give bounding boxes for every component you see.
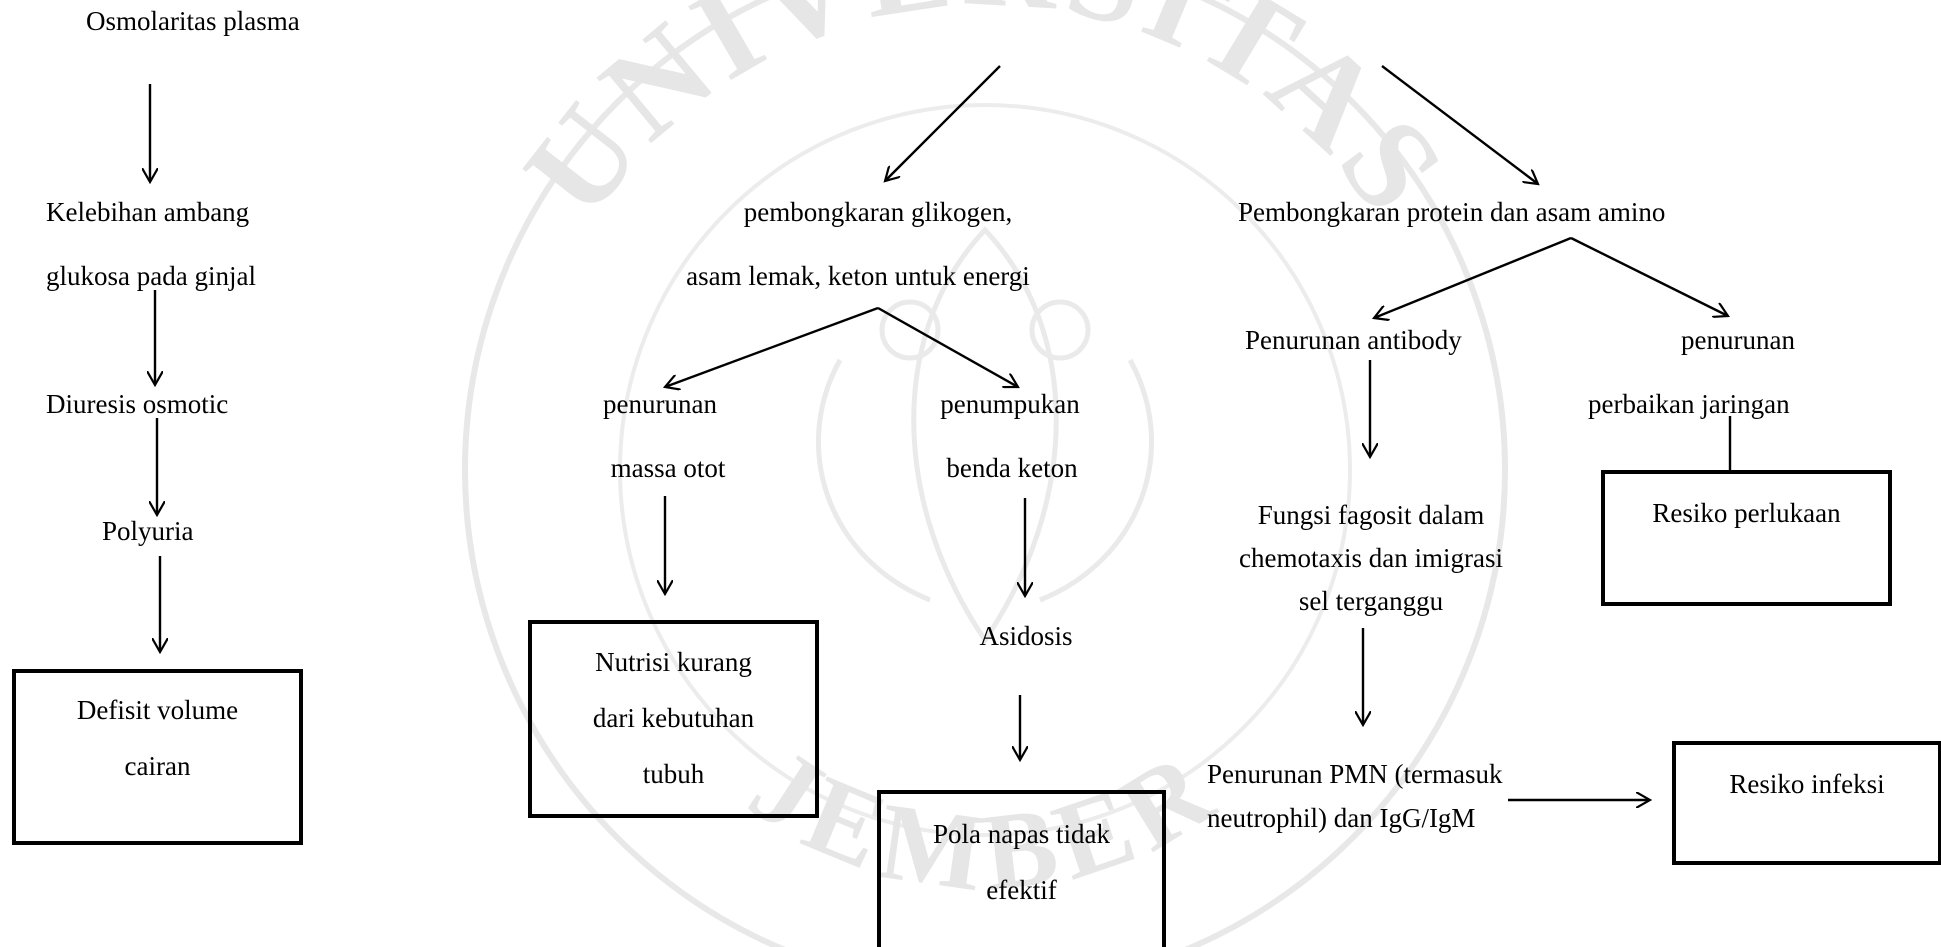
watermark-seal: UNIVERSITAS JEMBER [462,0,1508,947]
node-fagosit-line3: sel terganggu [1298,586,1444,616]
box-pola-text-line2: efektif [986,875,1057,905]
box-nutrisi-text-line2: dari kebutuhan [592,703,755,733]
box-nutrisi-text-line3: tubuh [642,759,705,789]
box-perlukaan-text: Resiko perlukaan [1652,498,1841,528]
node-osmolaritas-plasma: Osmolaritas plasma [86,6,300,36]
node-pmn-line1: Penurunan PMN (termasuk [1207,759,1503,789]
node-fagosit-line1: Fungsi fagosit dalam [1257,500,1485,530]
node-fagosit-line2: chemotaxis dan imigrasi [1239,543,1503,573]
node-massa-otot-line1: penurunan [603,389,717,419]
node-penurunan-antibody: Penurunan antibody [1245,325,1462,355]
node-polyuria: Polyuria [102,516,194,546]
arrow-top-protein [1381,65,1538,184]
node-benda-keton-line2: benda keton [946,453,1078,483]
node-glikogen-line2: asam lemak, keton untuk energi [686,261,1030,291]
box-defisit-text-line2: cairan [124,751,191,781]
box-pola-text-line1: Pola napas tidak [933,819,1110,849]
node-massa-otot-line2: massa otot [610,453,726,483]
node-asidosis: Asidosis [979,621,1073,651]
box-defisit-text-line1: Defisit volume [76,695,239,725]
box-defisit-volume-cairan [12,669,303,845]
node-diuresis-osmotic: Diuresis osmotic [46,389,229,419]
arrow-top-glikogen [885,65,1001,181]
node-benda-keton-line1: penumpukan [940,389,1080,419]
arrow-protein-antibody [1374,236,1572,318]
node-kelebihan-ambang-line1: Kelebihan ambang [46,197,250,227]
box-nutrisi-text-line1: Nutrisi kurang [595,647,752,677]
arrow-glikogen-massa [665,306,879,387]
node-perbaikan-jaringan-line2: perbaikan jaringan [1588,389,1790,419]
box-resiko-infeksi [1672,741,1941,865]
arrow-protein-perbaikan [1570,236,1728,316]
node-kelebihan-ambang-line2: glukosa pada ginjal [46,261,256,291]
arrow-glikogen-keton [877,306,1018,387]
node-glikogen-line1: pembongkaran glikogen, [743,197,1013,227]
box-nutrisi-kurang [528,620,819,818]
box-infeksi-text: Resiko infeksi [1729,769,1885,799]
node-pmn-line2: neutrophil) dan IgG/IgM [1207,803,1476,833]
node-pembongkaran-protein: Pembongkaran protein dan asam amino [1238,197,1666,227]
box-pola-napas [877,790,1166,947]
node-perbaikan-jaringan-line1: penurunan [1681,325,1795,355]
box-resiko-perlukaan [1601,470,1892,606]
